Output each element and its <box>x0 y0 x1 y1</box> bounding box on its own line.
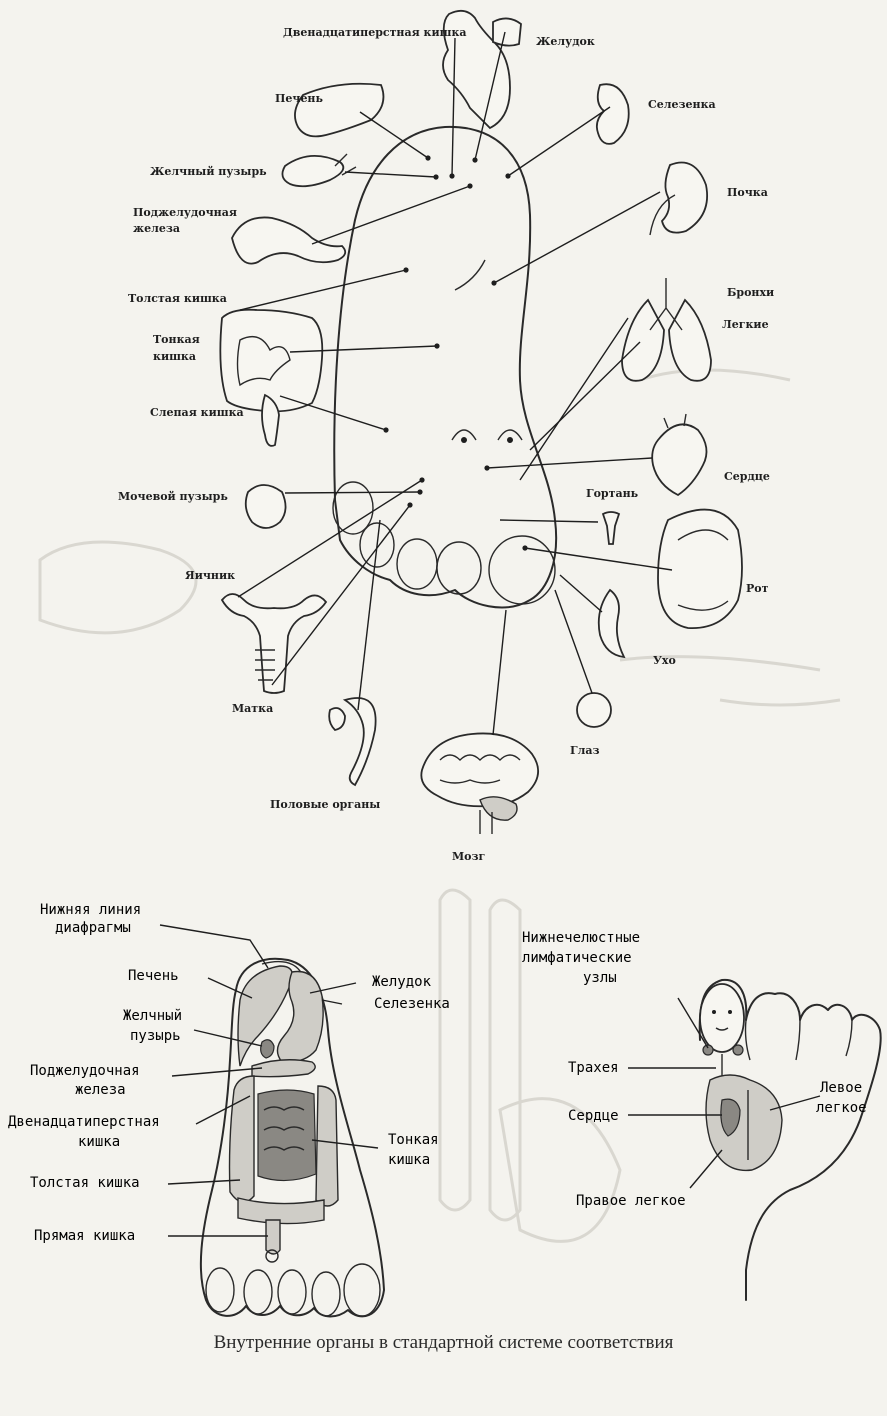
label-br-heart: Сердце <box>568 1108 619 1124</box>
heart-organ <box>652 424 706 495</box>
label-bladder: Мочевой пузырь <box>118 490 228 503</box>
label-genitals: Половые органы <box>270 798 380 811</box>
label-large-intestine: Толстая кишка <box>128 292 227 305</box>
pancreas-organ <box>232 217 345 263</box>
label-bl-stomach: Желудок <box>372 974 432 990</box>
label-brain: Мозг <box>452 850 486 863</box>
genitals-organ <box>329 698 375 785</box>
label-bl-small-intestine-2: кишка <box>388 1152 430 1168</box>
label-bl-large-intestine: Толстая кишка <box>30 1175 140 1191</box>
head-zone <box>700 984 744 1052</box>
label-left-lung-1: Левое <box>820 1080 862 1096</box>
brain-organ <box>421 733 538 806</box>
label-duodenum: Двенадцатиперстная кишка <box>283 26 467 39</box>
label-gallbladder: Желчный пузырь <box>150 165 267 178</box>
label-right-lung: Правое легкое <box>576 1193 686 1209</box>
bottom-right-foot <box>700 980 881 1300</box>
bladder-organ <box>246 485 286 528</box>
label-bl-gallbladder-1: Желчный <box>123 1008 182 1024</box>
label-spleen: Селезенка <box>648 98 716 111</box>
eye-organ <box>577 693 611 727</box>
label-stomach: Желудок <box>536 35 595 48</box>
spleen-organ <box>597 84 629 144</box>
label-ovary: Яичник <box>185 569 235 582</box>
larynx-organ <box>603 512 619 544</box>
label-eye: Глаз <box>570 744 600 757</box>
label-small-intestine-1: Тонкая <box>153 333 200 346</box>
kidney-organ <box>662 163 707 233</box>
label-ear: Ухо <box>653 654 676 667</box>
gallbladder-zone <box>261 1040 274 1058</box>
lymph-node-left <box>703 1045 713 1055</box>
label-kidney: Почка <box>727 186 768 199</box>
label-lymph-3: узлы <box>583 970 617 986</box>
label-larynx: Гортань <box>586 487 639 500</box>
label-trachea: Трахея <box>568 1060 619 1076</box>
lymph-node-right <box>733 1045 743 1055</box>
label-lymph-2: лимфатические <box>522 950 632 966</box>
bottom-left-foot <box>201 959 384 1317</box>
label-lungs: Легкие <box>722 318 769 331</box>
stomach-organ <box>493 18 521 45</box>
label-cecum: Слепая кишка <box>150 406 244 419</box>
label-bl-liver: Печень <box>128 968 179 984</box>
label-left-lung-2: легкое <box>816 1100 867 1116</box>
label-bl-gallbladder-2: пузырь <box>130 1028 181 1044</box>
label-bl-duodenum-2: кишка <box>78 1134 120 1150</box>
gallbladder-organ <box>282 156 343 186</box>
label-lymph-1: Нижнечелюстные <box>522 930 640 946</box>
ear-organ <box>599 590 624 657</box>
rectum-zone <box>266 1220 280 1254</box>
label-liver: Печень <box>275 92 323 105</box>
label-diaphragm-2: диафрагмы <box>55 920 131 936</box>
label-bl-pancreas-2: железа <box>75 1082 126 1098</box>
label-uterus: Матка <box>232 702 273 715</box>
label-pancreas-2: железа <box>133 222 180 235</box>
lungs-organ <box>622 300 711 381</box>
label-bl-small-intestine-1: Тонкая <box>388 1132 439 1148</box>
label-bl-duodenum-1: Двенадцатиперстная <box>8 1114 160 1130</box>
uterus-organ <box>222 594 326 693</box>
label-bl-pancreas-1: Поджелудочная <box>30 1063 140 1079</box>
label-diaphragm-1: Нижняя линия <box>40 902 141 918</box>
label-small-intestine-2: кишка <box>153 350 196 363</box>
label-heart: Сердце <box>724 470 770 483</box>
figure-caption: Внутренние органы в стандартной системе … <box>0 1332 887 1354</box>
top-foot-sole <box>333 127 556 608</box>
label-pancreas-1: Поджелудочная <box>133 206 237 219</box>
label-bl-spleen: Селезенка <box>374 996 450 1012</box>
label-mouth: Рот <box>746 582 769 595</box>
small-intestine-zone <box>258 1090 316 1181</box>
large-intestine-organ <box>220 310 322 412</box>
label-bl-rectum: Прямая кишка <box>34 1228 135 1244</box>
bottom-right-labels: Нижнечелюстные лимфатические узлы Трахея… <box>522 930 867 1209</box>
label-bronchi: Бронхи <box>727 286 774 299</box>
